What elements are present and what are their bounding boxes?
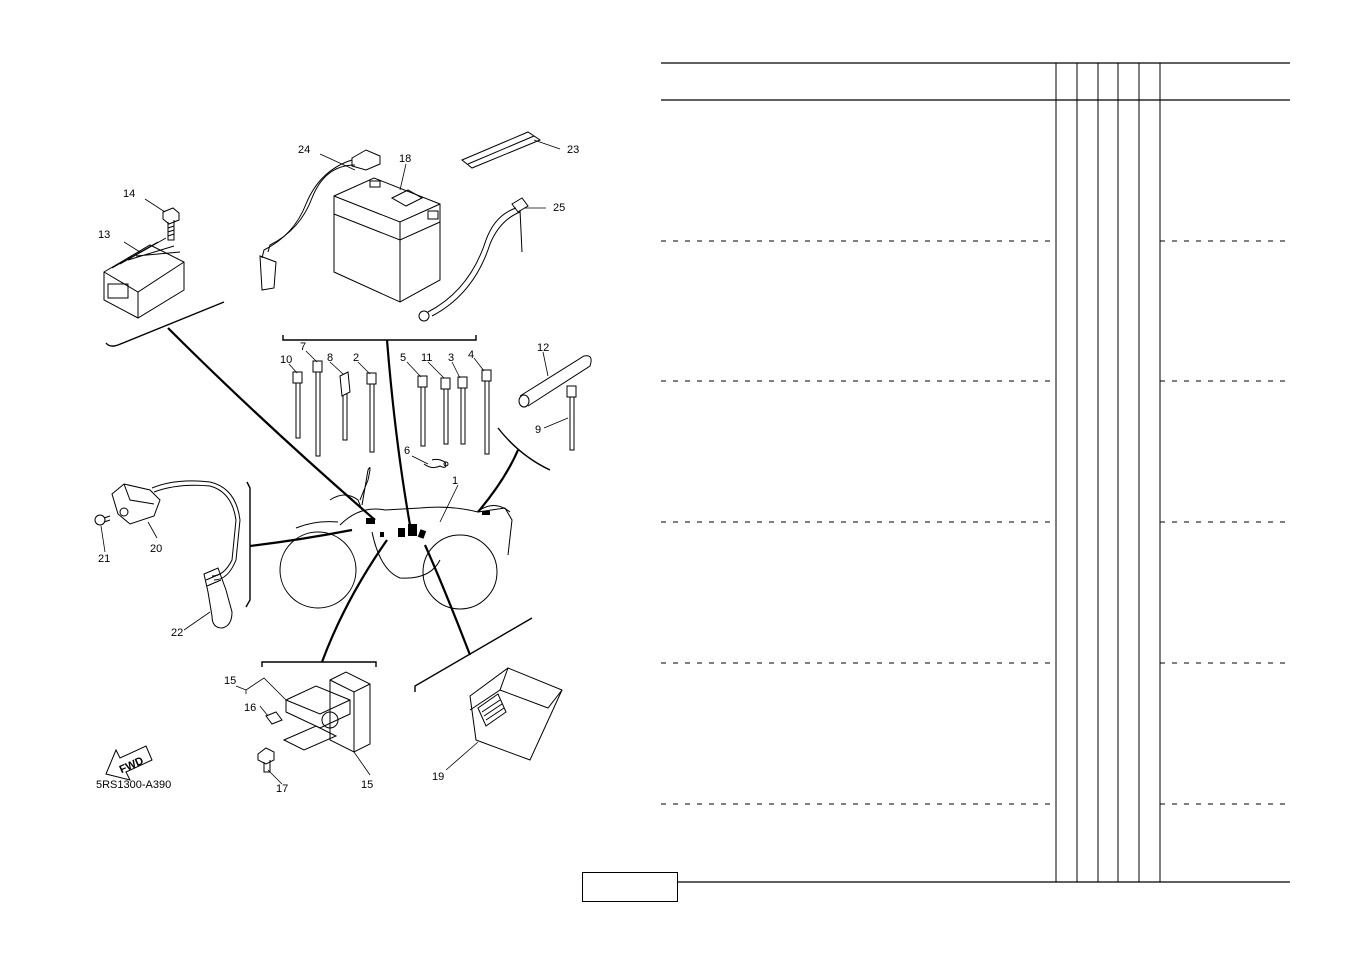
callout-19: 19 <box>432 771 444 783</box>
callout-20: 20 <box>150 543 162 555</box>
diagram-code: 5RS1300-A390 <box>96 779 171 791</box>
callout-15-top: 15 <box>224 675 236 687</box>
callout-13: 13 <box>98 229 110 241</box>
fwd-label: FWD <box>118 755 146 776</box>
callout-25: 25 <box>553 202 565 214</box>
bolt-14 <box>162 207 180 241</box>
callout-8: 8 <box>327 352 333 364</box>
plug-cap-22 <box>203 567 233 629</box>
fuse-16 <box>265 711 283 725</box>
callout-17: 17 <box>276 783 288 795</box>
callout-10: 10 <box>280 354 292 366</box>
callout-6: 6 <box>404 445 410 457</box>
callout-23: 23 <box>567 144 579 156</box>
cable-24 <box>259 149 381 291</box>
callout-18: 18 <box>399 153 411 165</box>
fwd-arrow-icon <box>105 745 153 781</box>
callout-15-bottom: 15 <box>361 779 373 791</box>
starter-relay-15 <box>282 671 371 753</box>
bolt-21 <box>94 514 111 526</box>
callout-24: 24 <box>298 144 310 156</box>
callout-labels: 1 2 3 4 5 6 7 8 9 10 11 12 13 14 15 15 1… <box>96 144 579 795</box>
callout-21: 21 <box>98 553 110 565</box>
page-number-box <box>582 872 678 902</box>
bolt-17 <box>257 747 275 773</box>
parts-table-grid <box>661 62 1290 883</box>
callout-16: 16 <box>244 702 256 714</box>
callout-7: 7 <box>300 341 306 353</box>
callout-14: 14 <box>123 188 135 200</box>
callout-1: 1 <box>452 475 458 487</box>
cable-25 <box>418 197 529 322</box>
cable-ties <box>292 360 577 457</box>
callout-4: 4 <box>468 349 474 361</box>
clip-6 <box>423 458 449 469</box>
callout-2: 2 <box>353 352 359 364</box>
callout-3: 3 <box>448 352 454 364</box>
motorcycle-outline <box>279 467 513 610</box>
callout-22: 22 <box>171 627 183 639</box>
callout-11: 11 <box>421 352 432 364</box>
rectifier-regulator-13 <box>103 237 185 319</box>
callout-12: 12 <box>537 342 549 354</box>
cdi-unit-19 <box>469 667 563 761</box>
battery-18 <box>333 177 441 303</box>
callout-5: 5 <box>400 352 406 364</box>
callout-9: 9 <box>535 424 541 436</box>
battery-band-23 <box>461 131 542 169</box>
tube-12 <box>518 355 592 408</box>
ignition-coil-20 <box>111 480 241 581</box>
